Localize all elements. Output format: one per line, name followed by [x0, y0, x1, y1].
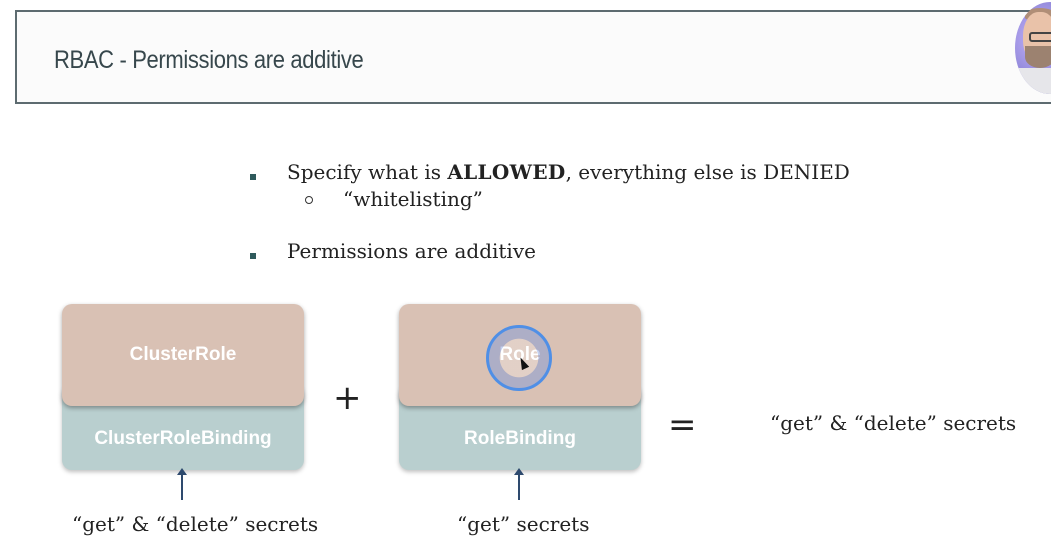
presenter-webcam-overlay	[1015, 2, 1051, 94]
rolebinding-label: RoleBinding	[464, 428, 576, 449]
bullet-text-after: , everything else is DENIED	[565, 160, 850, 184]
role-label: Role	[499, 344, 541, 365]
bullet-allowed: Specify what is ALLOWED, everything else…	[287, 160, 850, 184]
clusterrole-caption: “get” & “delete” secrets	[72, 512, 319, 536]
role-box: Role	[399, 304, 641, 406]
webcam-glasses	[1029, 32, 1051, 42]
plus-sign: +	[333, 378, 362, 418]
webcam-beard	[1025, 46, 1051, 68]
up-arrow-icon	[514, 468, 524, 500]
clusterrolebinding-label: ClusterRoleBinding	[94, 428, 272, 449]
up-arrow-icon	[177, 468, 187, 500]
sub-bullet-circle-icon	[305, 196, 313, 204]
sub-bullet-whitelisting: “whitelisting”	[343, 187, 483, 211]
clusterrole-label: ClusterRole	[129, 344, 237, 365]
role-caption: “get” secrets	[457, 512, 590, 536]
bullet-square-icon	[250, 174, 256, 180]
clusterrole-box: ClusterRole	[62, 304, 304, 406]
bullet-text-bold: ALLOWED	[447, 160, 566, 184]
slide-title: RBAC - Permissions are additive	[54, 46, 364, 74]
webcam-shirt	[1015, 68, 1051, 94]
bullet-text-before: Specify what is	[287, 160, 448, 184]
bullet-additive: Permissions are additive	[287, 239, 536, 263]
result-text: “get” & “delete” secrets	[770, 411, 1017, 435]
bullet-square-icon	[250, 253, 256, 259]
equals-sign: =	[668, 405, 697, 445]
title-bar: RBAC - Permissions are additive	[15, 10, 1051, 104]
